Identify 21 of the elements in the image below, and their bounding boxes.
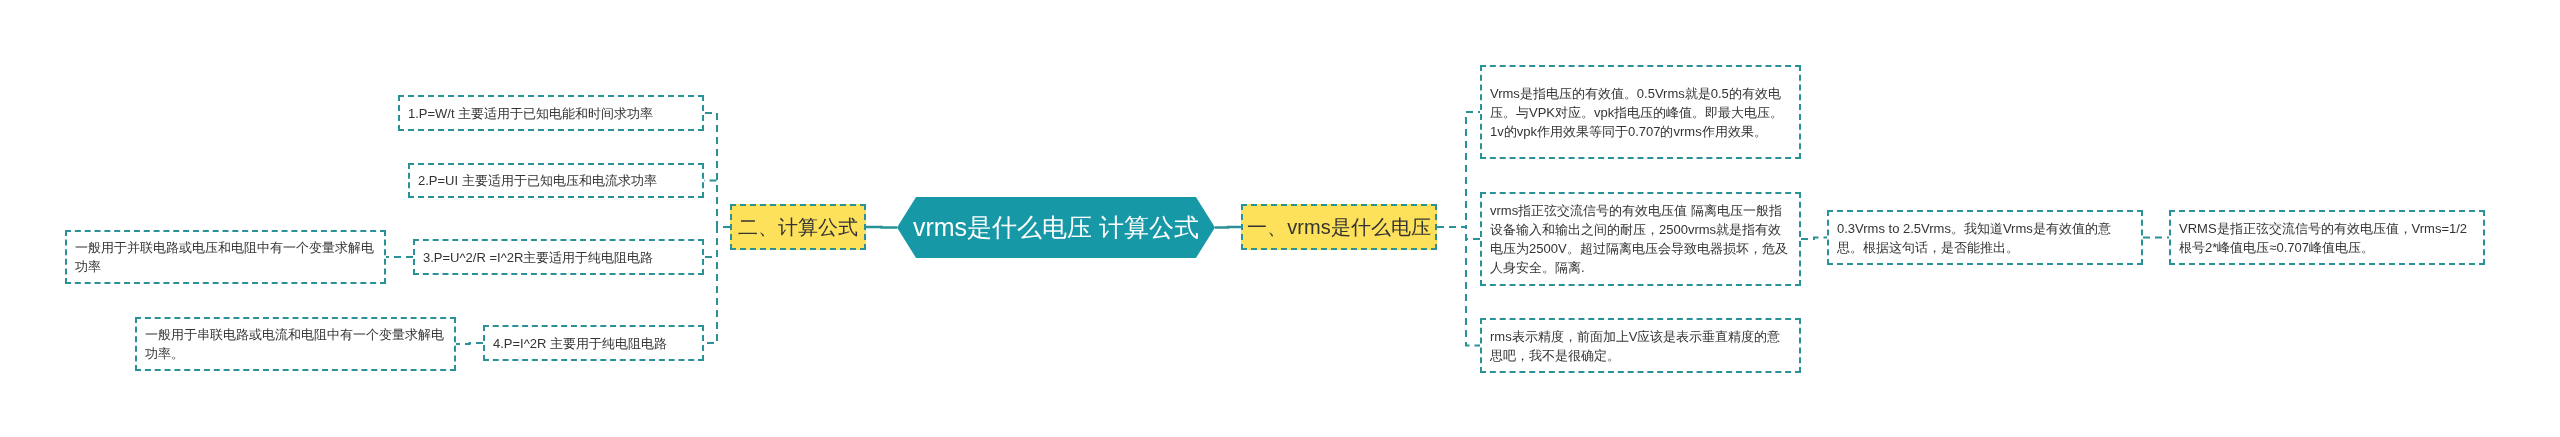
note-box: 4.P=I^2R 主要用于纯电阻电路 [483, 325, 704, 361]
note-box: VRMS是指正弦交流信号的有效电压值，Vrms=1/2根号2*峰值电压≈0.707峰值电压。 [2169, 210, 2485, 265]
connector-line [2142, 236, 2170, 239]
note-box: Vrms是指电压的有效值。0.5Vrms就是0.5的有效电压。与VPK对应。vpk指电压的峰值。即最大电压。1v的vpk作用效果等同于0.707的vrms作用效果。 [1480, 65, 1801, 159]
connector-line [1800, 236, 1828, 240]
topic-box: 一、vrms是什么电压 [1241, 204, 1437, 250]
connector-line [866, 225, 897, 229]
central-topic-hexagon: vrms是什么电压 计算公式 [897, 197, 1215, 258]
note-box: 3.P=U^2/R =I^2R主要适用于纯电阻电路 [413, 239, 704, 275]
note-box: 一般用于串联电路或电流和电阻中有一个变量求解电功率。 [135, 317, 456, 371]
connector-line [1215, 225, 1241, 229]
note-box: vrms指正弦交流信号的有效电压值 隔离电压一般指设备输入和输出之间的耐压，2500vrms就是指有效电压为2500V。超过隔离电压会导致电器损坏，危及人身安全。隔离. [1480, 192, 1801, 286]
note-box: rms表示精度，前面加上V应该是表示垂直精度的意思吧，我不是很确定。 [1480, 318, 1801, 373]
connector-line [385, 256, 414, 258]
connector-line [1436, 226, 1481, 347]
note-box: 1.P=W/t 主要适用于已知电能和时间求功率 [398, 95, 704, 131]
topic-box: 二、计算公式 [730, 204, 866, 250]
note-box: 0.3Vrms to 2.5Vrms。我知道Vrms是有效值的意思。根据这句话，是否能推出。 [1827, 210, 2143, 265]
note-box: 一般用于并联电路或电压和电阻中有一个变量求解电功率 [65, 230, 386, 284]
connector-line [455, 342, 484, 345]
note-box: 2.P=UI 主要适用于已知电压和电流求功率 [408, 163, 704, 198]
